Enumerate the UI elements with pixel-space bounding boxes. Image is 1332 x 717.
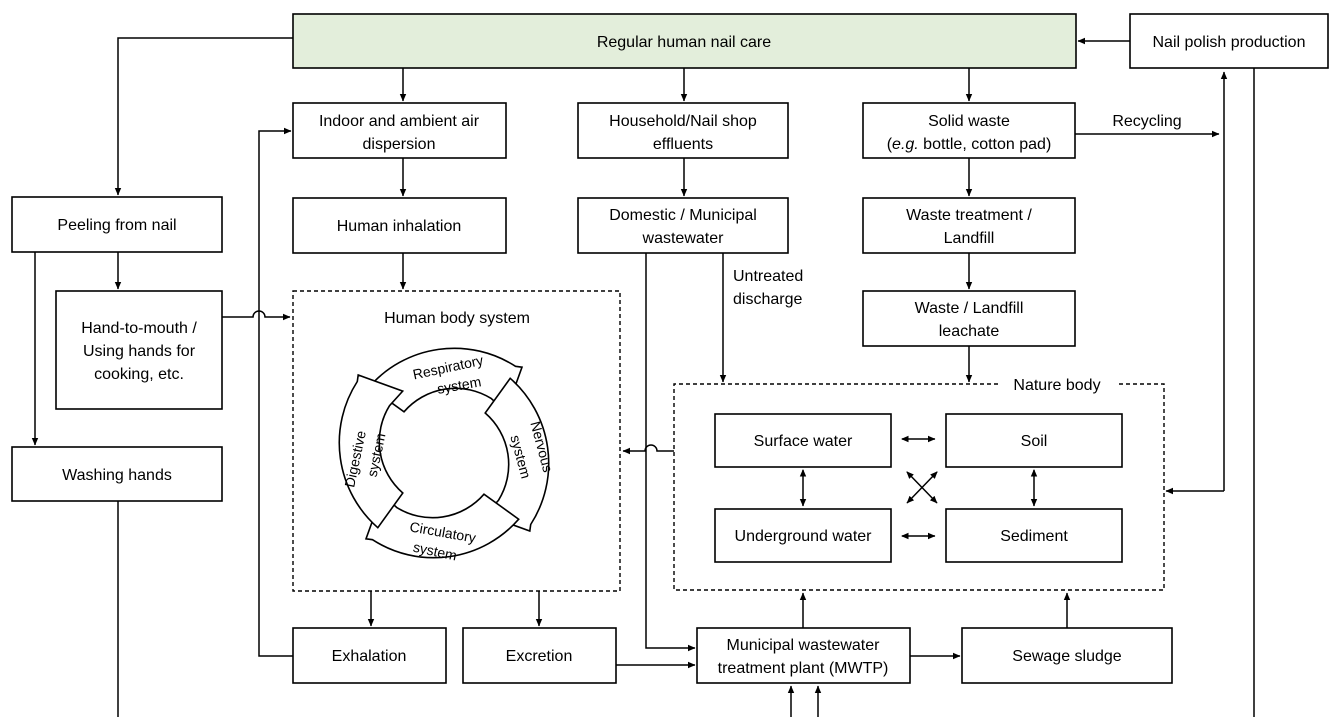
svg-text:Indoor and ambient air: Indoor and ambient air (319, 113, 480, 130)
svg-text:Regular human nail care: Regular human nail care (597, 34, 771, 51)
arrow-nature-to-body (622, 444, 674, 455)
svg-text:Hand-to-mouth /: Hand-to-mouth / (81, 320, 197, 337)
svg-text:dispersion: dispersion (363, 136, 436, 153)
svg-text:Nature body: Nature body (1013, 377, 1100, 394)
arrow-hand-to-body (222, 310, 291, 321)
hand-to-mouth-node: Hand-to-mouth / Using hands for cooking,… (55, 290, 223, 410)
svg-text:Peeling from nail: Peeling from nail (57, 217, 176, 234)
svg-text:system: system (436, 373, 482, 396)
svg-text:Waste / Landfill: Waste / Landfill (915, 300, 1024, 317)
nature-body: Nature body Surface water Soil Undergrou… (673, 377, 1165, 591)
human-inhalation-node: Human inhalation (292, 197, 507, 254)
svg-text:treatment plant (MWTP): treatment plant (MWTP) (718, 660, 889, 677)
human-body-system: Human body system Respiratory system Ner… (292, 290, 621, 592)
recycling-label: Recycling (1112, 113, 1181, 130)
untreated-discharge-label-1: Untreated (733, 268, 803, 285)
svg-text:Nail polish production: Nail polish production (1153, 34, 1306, 51)
waste-treatment-node: Waste treatment / Landfill (862, 197, 1076, 254)
arrow-care-to-peeling (114, 37, 293, 196)
underground-water-node: Underground water (714, 508, 892, 563)
soil-node: Soil (945, 413, 1123, 468)
solid-waste-node: Solid waste (e.g. bottle, cotton pad) (862, 102, 1076, 159)
untreated-discharge-label-2: discharge (733, 291, 802, 308)
svg-text:Excretion: Excretion (506, 648, 573, 665)
nail-care-node: Regular human nail care (292, 13, 1077, 69)
respiratory-system-segment (368, 347, 524, 414)
svg-text:Landfill: Landfill (944, 230, 995, 247)
svg-text:Sewage sludge: Sewage sludge (1012, 648, 1122, 665)
arrow-wastewater-to-mwtp (645, 253, 696, 652)
circulatory-system-segment (364, 492, 520, 559)
svg-text:Household/Nail shop: Household/Nail shop (609, 113, 757, 130)
body-systems-cycle: Respiratory system Nervous system Circul… (338, 347, 556, 564)
exhalation-node: Exhalation (292, 627, 447, 684)
svg-text:effluents: effluents (653, 136, 713, 153)
svg-text:Soil: Soil (1021, 433, 1048, 450)
digestive-system-segment (338, 373, 405, 529)
svg-text:Waste treatment /: Waste treatment / (906, 207, 1032, 224)
mwtp-node: Municipal wastewater treatment plant (MW… (696, 627, 911, 684)
municipal-wastewater-node: Domestic / Municipal wastewater (577, 197, 789, 254)
svg-text:Domestic / Municipal: Domestic / Municipal (609, 207, 757, 224)
nail-polish-production-node: Nail polish production (1129, 13, 1329, 69)
surface-water-node: Surface water (714, 413, 892, 468)
arrow-soil-underground (906, 471, 938, 504)
svg-text:Exhalation: Exhalation (332, 648, 407, 665)
svg-text:Underground water: Underground water (735, 528, 873, 545)
sewage-sludge-node: Sewage sludge (961, 627, 1173, 684)
svg-text:Using hands for: Using hands for (83, 343, 196, 360)
svg-text:Sediment: Sediment (1000, 528, 1068, 545)
svg-text:wastewater: wastewater (642, 230, 725, 247)
svg-text:Human body system: Human body system (384, 310, 530, 327)
solid-waste-example: (e.g. bottle, cotton pad) (887, 136, 1052, 153)
svg-text:Municipal wastewater: Municipal wastewater (727, 637, 881, 654)
svg-text:leachate: leachate (939, 323, 1000, 340)
leachate-node: Waste / Landfill leachate (862, 290, 1076, 347)
nervous-system-segment (483, 377, 550, 533)
air-dispersion-node: Indoor and ambient air dispersion (292, 102, 507, 159)
svg-text:cooking, etc.: cooking, etc. (94, 366, 184, 383)
sediment-node: Sediment (945, 508, 1123, 563)
washing-hands-node: Washing hands (11, 446, 223, 502)
svg-text:Solid waste: Solid waste (928, 113, 1010, 130)
peeling-node: Peeling from nail (11, 196, 223, 253)
effluents-node: Household/Nail shop effluents (577, 102, 789, 159)
svg-text:Human inhalation: Human inhalation (337, 218, 462, 235)
svg-text:Washing hands: Washing hands (62, 467, 172, 484)
arrow-exhalation-to-air (258, 127, 293, 657)
connectors (31, 37, 1255, 717)
svg-text:Surface water: Surface water (754, 433, 853, 450)
excretion-node: Excretion (462, 627, 617, 684)
